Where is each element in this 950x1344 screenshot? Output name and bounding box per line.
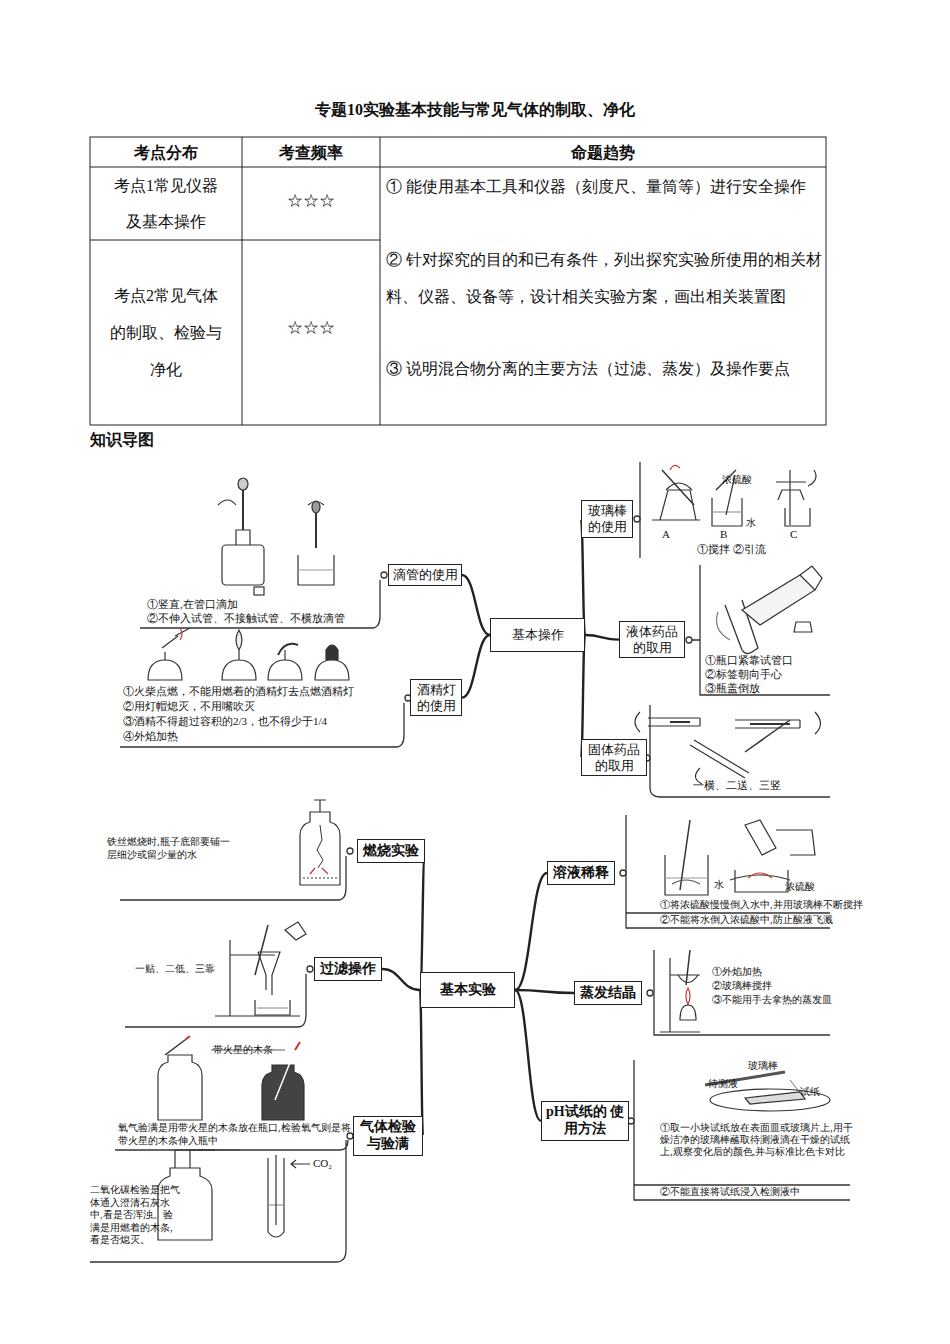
text-label: 一贴、二低、三靠 <box>135 963 215 976</box>
text-label: ①取一小块试纸放在表面皿或玻璃片上,用干燥洁净的玻璃棒蘸取待测液滴在干燥的试纸上… <box>660 1122 855 1158</box>
branch-connector <box>515 873 547 990</box>
branch-box: 酒精灯 的使用 <box>410 679 462 716</box>
branch-box: pH试纸的 使用方法 <box>541 1101 629 1141</box>
branch-box: 固体药品 的取用 <box>581 739 647 776</box>
text-label: ② 针对探究的目的和已有条件，列出探究实验所使用的相关材料、仪器、设备等，设计相… <box>386 241 822 315</box>
box-text: 过滤操作 <box>320 961 376 978</box>
branch-box: 溶液稀释 <box>547 861 615 885</box>
branch-box: 蒸发结晶 <box>574 981 642 1005</box>
table-grid <box>90 137 826 425</box>
text-label: CO₂ <box>313 1157 332 1171</box>
box-text: 基本实验 <box>440 982 496 999</box>
text-label: 二氧化碳检验是把气体通入澄清石灰水中,看是否浑浊。验满是用燃着的木条,看是否熄灭… <box>90 1184 180 1247</box>
box-text: 滴管的使用 <box>393 567 458 583</box>
liquid-pouring-figure <box>717 566 823 654</box>
solid-loading-figure <box>635 712 821 784</box>
branch-connector <box>462 575 490 635</box>
center-box: 基本操作 <box>490 618 585 652</box>
text-label: ①外焰加热 <box>712 966 762 979</box>
text-label: ③不能用手去拿热的蒸发皿 <box>712 994 832 1007</box>
branch-box: 燃烧实验 <box>357 839 425 863</box>
text-label: ①搅拌 ②引流 <box>697 543 766 557</box>
alcohol-lamp-figures <box>148 628 349 680</box>
text-label: ②标签朝向手心 <box>705 668 782 682</box>
text-label: ①瓶口紧靠试管口 <box>705 654 793 668</box>
text-label: 一横、二送、三竖 <box>693 779 781 793</box>
text-label: 考点2常见气体的制取、检验与净化 <box>109 277 223 388</box>
branch-box: 玻璃棒 的使用 <box>581 500 633 538</box>
text-label: ① 能使用基本工具和仪器（刻度尺、量筒等）进行安全操作 <box>386 168 822 205</box>
branch-box: 滴管的使用 <box>388 564 462 586</box>
text-label: 氧气验满是用带火星的木条放在瓶口,检验氧气则是将带火星的木条伸入瓶中 <box>118 1122 353 1147</box>
text-label: ②不伸入试管、不接触试管、不横放滴管 <box>147 612 345 626</box>
text-label: ①竖直,在管口滴加 <box>147 598 238 612</box>
box-text: 固体药品 的取用 <box>585 742 643 773</box>
branch-connector <box>382 969 420 990</box>
box-text: pH试纸的 使用方法 <box>545 1104 625 1138</box>
text-label: 试纸 <box>800 1086 820 1099</box>
text-label: 玻璃棒 <box>748 1060 778 1073</box>
branch-connector <box>420 851 425 990</box>
center-box: 基本实验 <box>420 972 515 1008</box>
dilution-figures <box>665 820 815 895</box>
text-label: ④外焰加热 <box>123 730 178 744</box>
box-text: 酒精灯 的使用 <box>414 682 458 713</box>
text-label: ②用灯帽熄灭，不用嘴吹灭 <box>123 700 255 714</box>
text-label: B <box>720 528 727 542</box>
text-label: C <box>790 528 797 542</box>
page-title: 专题10实验基本技能与常见气体的制取、净化 <box>0 100 950 120</box>
box-text: 基本操作 <box>512 627 564 643</box>
text-label: 浓硫酸 <box>722 474 752 487</box>
branch-connector <box>515 990 574 993</box>
box-text: 玻璃棒 的使用 <box>585 503 629 534</box>
text-label: ③ 说明混合物分离的主要方法（过滤、蒸发）及操作要点 <box>386 350 822 387</box>
box-text: 液体药品 的取用 <box>623 624 681 655</box>
branch-box: 气体检验 与验满 <box>353 1116 423 1156</box>
glass-rod-figures <box>652 465 816 526</box>
filtration-figure <box>215 922 306 1016</box>
evaporation-figure <box>660 950 700 1032</box>
branch-connector <box>515 990 541 1121</box>
text-label: A <box>662 528 670 542</box>
ph-paper-figure <box>705 1072 830 1111</box>
branch-connector <box>420 990 423 1136</box>
text-label: 待测液 <box>708 1078 738 1091</box>
box-text: 燃烧实验 <box>363 843 419 860</box>
text-label: ③瓶盖倒放 <box>705 682 760 696</box>
branch-connector <box>462 635 490 698</box>
combustion-jar-figure <box>300 800 340 885</box>
dropper-figures <box>218 478 334 595</box>
text-label: ①火柴点燃，不能用燃着的酒精灯去点燃酒精灯 <box>123 685 354 699</box>
branch-box: 液体药品 的取用 <box>619 621 685 658</box>
text-label: 知识导图 <box>90 430 154 450</box>
text-label: 铁丝燃烧时,瓶子底部要铺一层细沙或留少量的水 <box>107 836 232 861</box>
text-label: ②玻璃棒搅拌 <box>712 980 772 993</box>
text-label: 带火星的木条 <box>213 1044 273 1057</box>
text-label: 考点1常见仪器及基本操作 <box>109 168 223 240</box>
branch-connector <box>585 635 619 640</box>
text-label: ☆☆☆ <box>242 318 380 338</box>
text-label: 水 <box>746 517 756 530</box>
text-label: ☆☆☆ <box>242 191 380 211</box>
text-label: 考点分布 <box>90 143 242 163</box>
branch-box: 过滤操作 <box>314 957 382 981</box>
text-label: 命题趋势 <box>380 143 826 163</box>
text-label: ③酒精不得超过容积的2/3，也不得少于1/4 <box>123 715 327 729</box>
text-label: 水 <box>714 879 724 892</box>
text-label: 浓硫酸 <box>785 881 815 894</box>
text-label: ②不能直接将试纸浸入检测液中 <box>660 1186 800 1199</box>
text-label: ②不能将水倒入浓硫酸中,防止酸液飞溅 <box>660 914 833 927</box>
box-text: 蒸发结晶 <box>580 985 636 1002</box>
text-label: ①将浓硫酸慢慢倒入水中,并用玻璃棒不断搅拌 <box>660 899 863 912</box>
text-label: 考查频率 <box>242 143 380 163</box>
box-text: 气体检验 与验满 <box>357 1119 419 1153</box>
box-text: 溶液稀释 <box>553 865 609 882</box>
